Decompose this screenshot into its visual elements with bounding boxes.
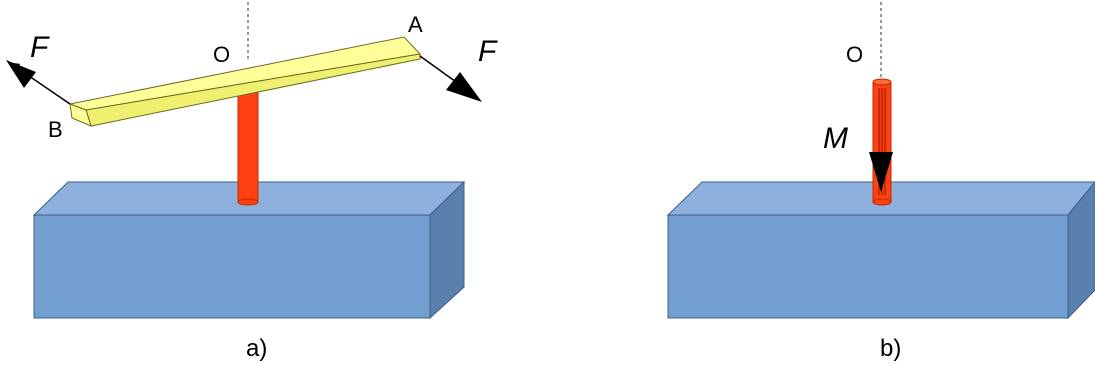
- moment-label: M: [823, 122, 848, 155]
- panel-a: F F O A B a): [6, 2, 498, 362]
- panel-b: O M b): [666, 2, 1095, 362]
- force-label-left: F: [30, 31, 50, 64]
- force-arrowhead-left: [6, 60, 36, 88]
- lever-bar: [68, 36, 422, 127]
- pivot-label-a: O: [213, 42, 230, 67]
- force-label-right: F: [478, 35, 498, 68]
- rod-a: [237, 89, 259, 206]
- caption-a: a): [246, 335, 267, 362]
- moment-arrowhead: [869, 152, 893, 192]
- base-block-b: [666, 181, 1095, 320]
- end-label-b: B: [48, 117, 63, 142]
- pivot-label-b: O: [846, 42, 863, 67]
- block-front-a: [33, 214, 431, 319]
- bar-end: [69, 103, 92, 127]
- force-arrowhead-right: [446, 72, 482, 102]
- block-front-b: [667, 214, 1069, 319]
- caption-b: b): [880, 335, 901, 362]
- base-block-a: [32, 180, 466, 320]
- end-label-a: A: [408, 12, 423, 37]
